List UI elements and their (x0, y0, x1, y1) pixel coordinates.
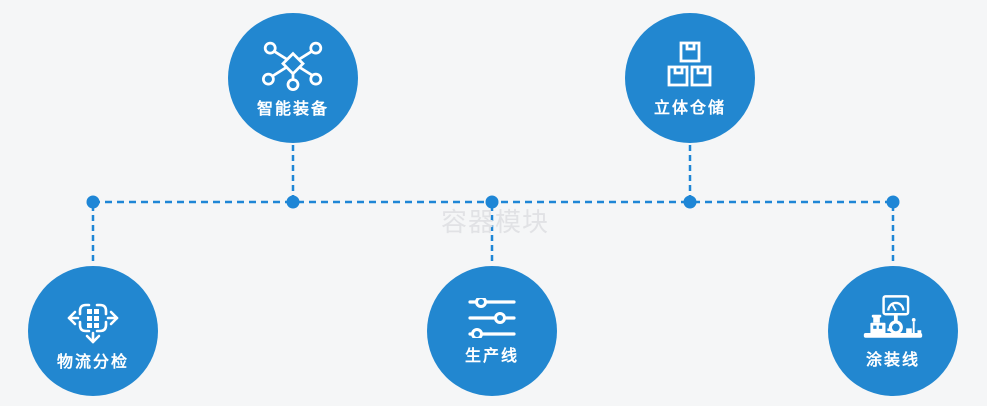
junction-dot (86, 195, 100, 209)
node-label: 生产线 (464, 347, 519, 365)
node-logistics-sorting: 物流分检 (28, 266, 158, 396)
junction-dot (683, 195, 697, 209)
node-label: 智能装备 (256, 100, 329, 118)
junction-dot (886, 195, 900, 209)
control-station-icon (861, 294, 925, 342)
junction-dot (485, 195, 499, 209)
network-nodes-icon (262, 39, 324, 91)
node-coating-line: 涂装线 (828, 266, 958, 396)
node-smart-equipment: 智能装备 (228, 13, 358, 143)
stacked-boxes-icon (664, 40, 716, 90)
node-label: 物流分检 (56, 353, 129, 371)
node-label: 涂装线 (865, 351, 920, 369)
node-stereo-warehouse: 立体仓储 (625, 13, 755, 143)
node-production-line: 生产线 (427, 266, 557, 396)
watermark-text: 容器模块 (441, 207, 550, 237)
node-label: 立体仓储 (653, 99, 726, 117)
sorting-arrows-icon (67, 292, 119, 344)
sliders-icon (468, 295, 516, 340)
junction-dot (286, 195, 300, 209)
